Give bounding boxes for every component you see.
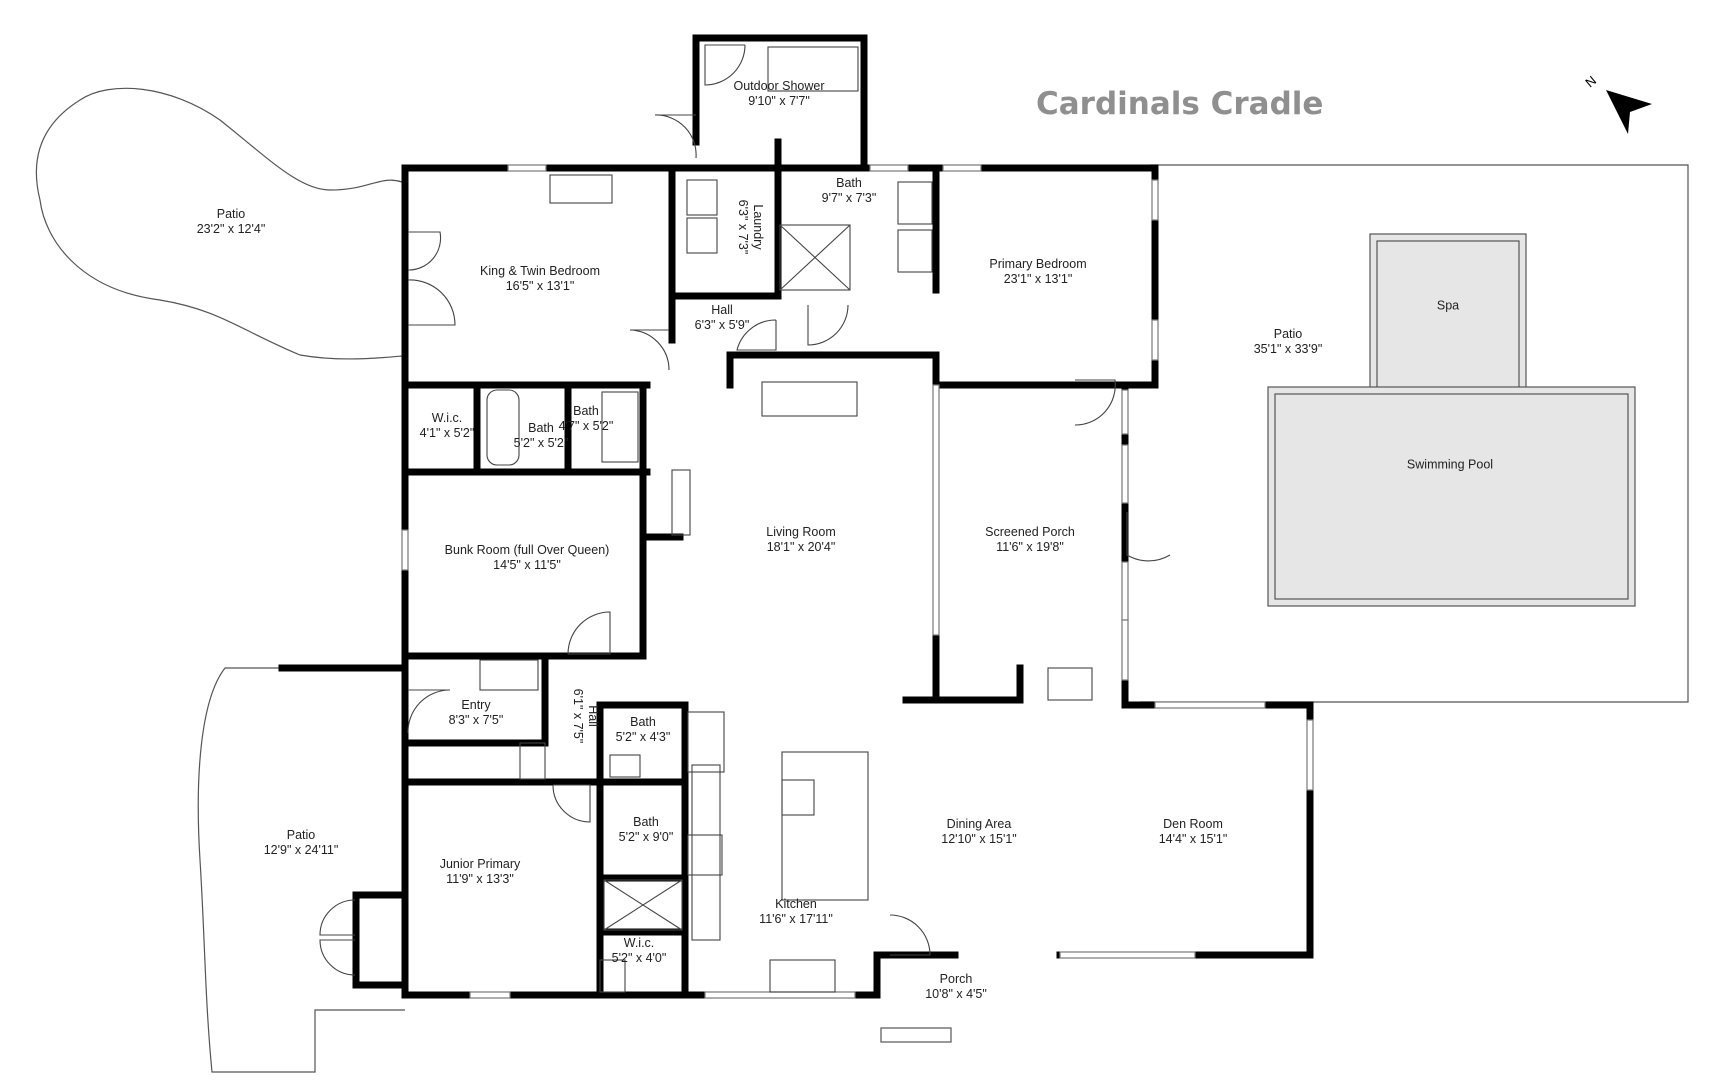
outdoor-outlines [35,87,1689,1073]
room-label-bunk-room: Bunk Room (full Over Queen)14'5" x 11'5" [445,543,610,573]
room-dimensions: 6'1" x 7'5" [571,688,585,744]
room-dimensions: 9'7" x 7'3" [821,191,877,205]
room-name: Patio [286,828,316,842]
room-name: Bath [528,421,554,435]
room-dimensions: 9'10" x 7'7" [748,94,810,108]
room-name: Primary Bedroom [989,257,1087,271]
room-dimensions: 5'2" x 4'0" [611,951,667,965]
door-swings [319,44,1171,976]
room-name: Patio [216,207,246,221]
room-dimensions: 11'9" x 13'3" [446,872,514,886]
room-dimensions: 14'4" x 15'1" [1158,832,1228,846]
room-name: Laundry [751,204,765,250]
room-dimensions: 11'6" x 19'8" [996,540,1064,554]
room-name: Outdoor Shower [733,79,825,93]
room-name: Junior Primary [439,857,521,871]
room-name: Bath [630,715,656,729]
room-name: Kitchen [775,897,817,911]
room-name: Screened Porch [985,525,1075,539]
room-dimensions: 6'3" x 7'3" [736,199,750,255]
room-name: Living Room [766,525,836,539]
room-label-swimming-pool: Swimming Pool [1407,458,1493,473]
room-dimensions: 23'2" x 12'4" [196,222,266,236]
room-name: Porch [939,972,973,986]
room-dimensions: 12'10" x 15'1" [941,832,1017,846]
room-dimensions: 14'5" x 11'5" [493,558,561,572]
room-name: W.i.c. [623,936,655,950]
room-label-wic-south: W.i.c.5'2" x 4'0" [612,936,667,966]
room-dimensions: 11'6" x 17'11" [759,912,833,926]
room-name: Bath [836,176,862,190]
fixtures [479,46,1093,993]
room-dimensions: 8'3" x 7'5" [448,713,504,727]
room-name: Bunk Room (full Over Queen) [444,543,610,557]
room-name: Swimming Pool [1406,457,1494,472]
patio-west-outline [35,87,403,360]
room-name: Entry [461,698,491,712]
room-dimensions: 18'1" x 20'4" [766,540,836,554]
room-name: Bath [573,404,599,418]
room-name: Den Room [1163,817,1223,831]
room-dimensions: 23'1" x 13'1" [1003,272,1073,286]
room-dimensions: 12'9" x 24'11" [263,843,339,857]
room-label-spa: Spa [1437,299,1459,314]
pool-inner [1274,393,1629,600]
room-label-wic-north: W.i.c.4'1" x 5'2" [420,411,475,441]
room-dimensions: 10'8" x 4'5" [925,987,987,1001]
room-dimensions: 5'2" x 9'0" [618,830,674,844]
plan-title: Cardinals Cradle [1036,86,1324,122]
room-name: Patio [1273,327,1303,341]
room-name: Dining Area [946,817,1012,831]
north-arrow-icon [1606,90,1652,134]
room-dimensions: 4'7" x 5'2" [558,419,614,433]
room-dimensions: 5'2" x 5'2" [513,436,569,450]
patio-south-outline [197,667,405,1073]
room-dimensions: 5'2" x 4'3" [615,730,671,744]
room-dimensions: 16'5" x 13'1" [505,279,575,293]
room-dimensions: 6'3" x 5'9" [694,318,750,332]
room-name: King & Twin Bedroom [480,264,600,278]
room-name: Spa [1436,298,1460,313]
room-name: Hall [586,705,600,727]
room-dimensions: 35'1" x 33'9" [1253,342,1323,356]
walls [278,34,1314,999]
porch-steps [880,1027,952,1043]
room-name: Hall [711,303,733,317]
spa-inner [1376,240,1520,393]
room-name: W.i.c. [431,411,463,425]
room-name: Bath [633,815,659,829]
patio-pool-outline [1140,164,1689,703]
room-dimensions: 4'1" x 5'2" [419,426,475,440]
